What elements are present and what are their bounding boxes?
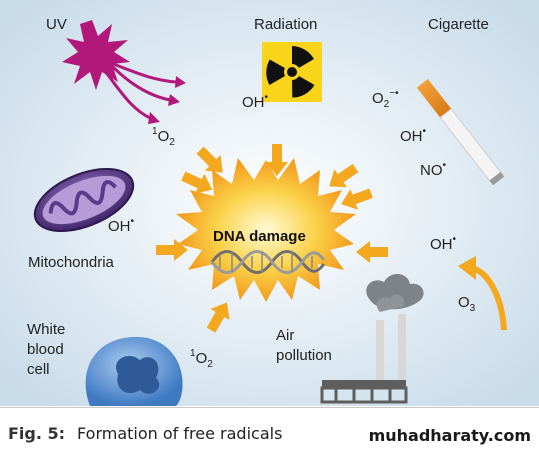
diagram-panel — [0, 0, 539, 406]
superoxide: O2−• — [372, 88, 399, 110]
dna-damage-label: DNA damage — [213, 228, 306, 245]
air-pollution-label-line: Air — [276, 327, 295, 344]
mitochondria-icon — [33, 168, 135, 232]
radiation-label: Radiation — [254, 16, 318, 33]
singlet-oxygen-bottom: 1O2 — [190, 348, 213, 370]
arrow-from-top-right-1 — [329, 163, 359, 188]
figure-caption: Fig. 5: Formation of free radicals — [8, 424, 282, 443]
white-blood-cell-label: White blood cell — [27, 320, 65, 380]
watermark: muhadharaty.com — [368, 426, 531, 445]
caption-divider — [0, 407, 539, 408]
singlet-oxygen-top: 1O2 — [152, 126, 175, 148]
arrow-from-top-right-2 — [341, 188, 373, 210]
arrow-from-right — [356, 241, 388, 263]
arrow-from-top-left-1 — [196, 146, 223, 173]
mitochondria-label: Mitochondria — [28, 254, 114, 271]
arrow-from-top — [266, 144, 288, 176]
hydroxyl-cigarette: OH• — [400, 126, 427, 146]
cigarette-label: Cigarette — [428, 16, 489, 33]
air-pollution-label: Air pollution — [276, 326, 332, 366]
dna-helix-icon — [210, 250, 326, 274]
white-blood-cell-icon — [85, 336, 183, 406]
uv-star-icon — [62, 20, 186, 124]
ozone-curved-arrow — [458, 256, 507, 331]
ozone: O3 — [458, 294, 476, 314]
arrow-from-left — [156, 239, 188, 261]
arrow-from-bottom-left — [206, 302, 230, 333]
cigarette-icon — [416, 78, 505, 186]
air-pollution-label-line: pollution — [276, 347, 332, 364]
factory-smoke-icon — [320, 273, 424, 404]
hydroxyl-mitochondria: OH• — [108, 216, 135, 236]
figure-number: Fig. 5: — [8, 424, 66, 443]
uv-label: UV — [46, 16, 67, 33]
hydroxyl-radiation: OH• — [242, 92, 269, 112]
arrow-from-top-left-2 — [181, 171, 213, 194]
hydroxyl-right: OH• — [430, 234, 457, 254]
nitric-oxide: NO• — [420, 160, 447, 180]
white-blood-cell-label-line: White — [27, 321, 66, 338]
radiation-hazard-icon — [262, 42, 322, 102]
dna-damage-burst — [176, 158, 356, 302]
white-blood-cell-label-line: blood — [27, 341, 64, 358]
white-blood-cell-label-line: cell — [27, 361, 50, 378]
figure-title: Formation of free radicals — [77, 424, 283, 443]
